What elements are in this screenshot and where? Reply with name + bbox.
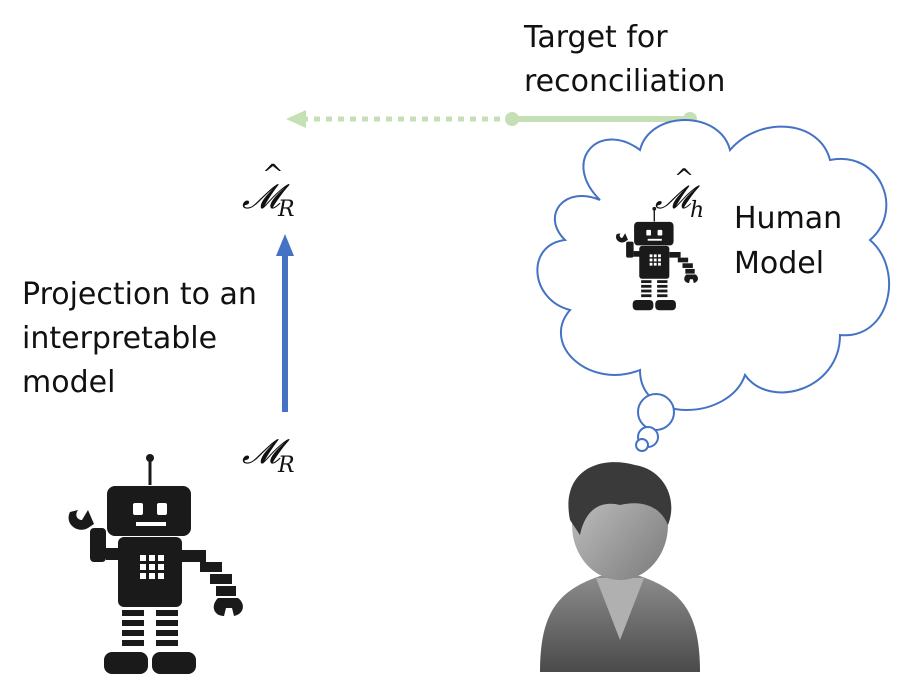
target-label-line-1: Target for — [523, 20, 668, 55]
target-label: Target for reconciliation — [523, 20, 725, 99]
thought-bubble-small — [635, 438, 649, 452]
model-r-hat-subscript: R — [277, 197, 295, 222]
human-model-label-line-1: Human — [734, 201, 842, 236]
robot-large-legs — [122, 610, 178, 646]
robot-small-icon — [616, 206, 698, 311]
human-model-label: Human Model — [734, 201, 842, 281]
robot-large-icon — [68, 454, 243, 674]
model-h-hat-subscript: h — [690, 198, 704, 223]
person-icon — [540, 462, 700, 672]
model-r-hat-label: ^ 𝓜 R — [242, 160, 295, 222]
robot-large-right-arm — [182, 550, 236, 596]
projection-label-line-3: model — [22, 365, 115, 400]
projection-label: Projection to an interpretable model — [22, 277, 257, 400]
reconciliation-arrow — [286, 110, 697, 128]
projection-label-line-2: interpretable — [22, 321, 217, 356]
model-r-label: 𝓜 R — [242, 432, 295, 478]
model-h-hat-accent: ^ — [674, 164, 694, 192]
thought-bubble-large — [637, 393, 675, 431]
person-collar — [596, 578, 644, 640]
reconciliation-arrow-mid-dot — [505, 112, 519, 126]
projection-arrow-head — [276, 234, 294, 256]
reconciliation-arrow-head — [286, 110, 306, 128]
target-label-line-2: reconciliation — [524, 64, 725, 99]
model-r-subscript: R — [277, 453, 295, 478]
projection-arrow — [276, 234, 294, 412]
thought-cloud-outline — [536, 119, 891, 411]
model-r-hat-accent: ^ — [262, 160, 284, 190]
person-hair — [568, 462, 672, 535]
thought-cloud — [536, 119, 891, 452]
human-model-label-line-2: Model — [734, 246, 824, 281]
projection-label-line-1: Projection to an — [22, 277, 257, 312]
